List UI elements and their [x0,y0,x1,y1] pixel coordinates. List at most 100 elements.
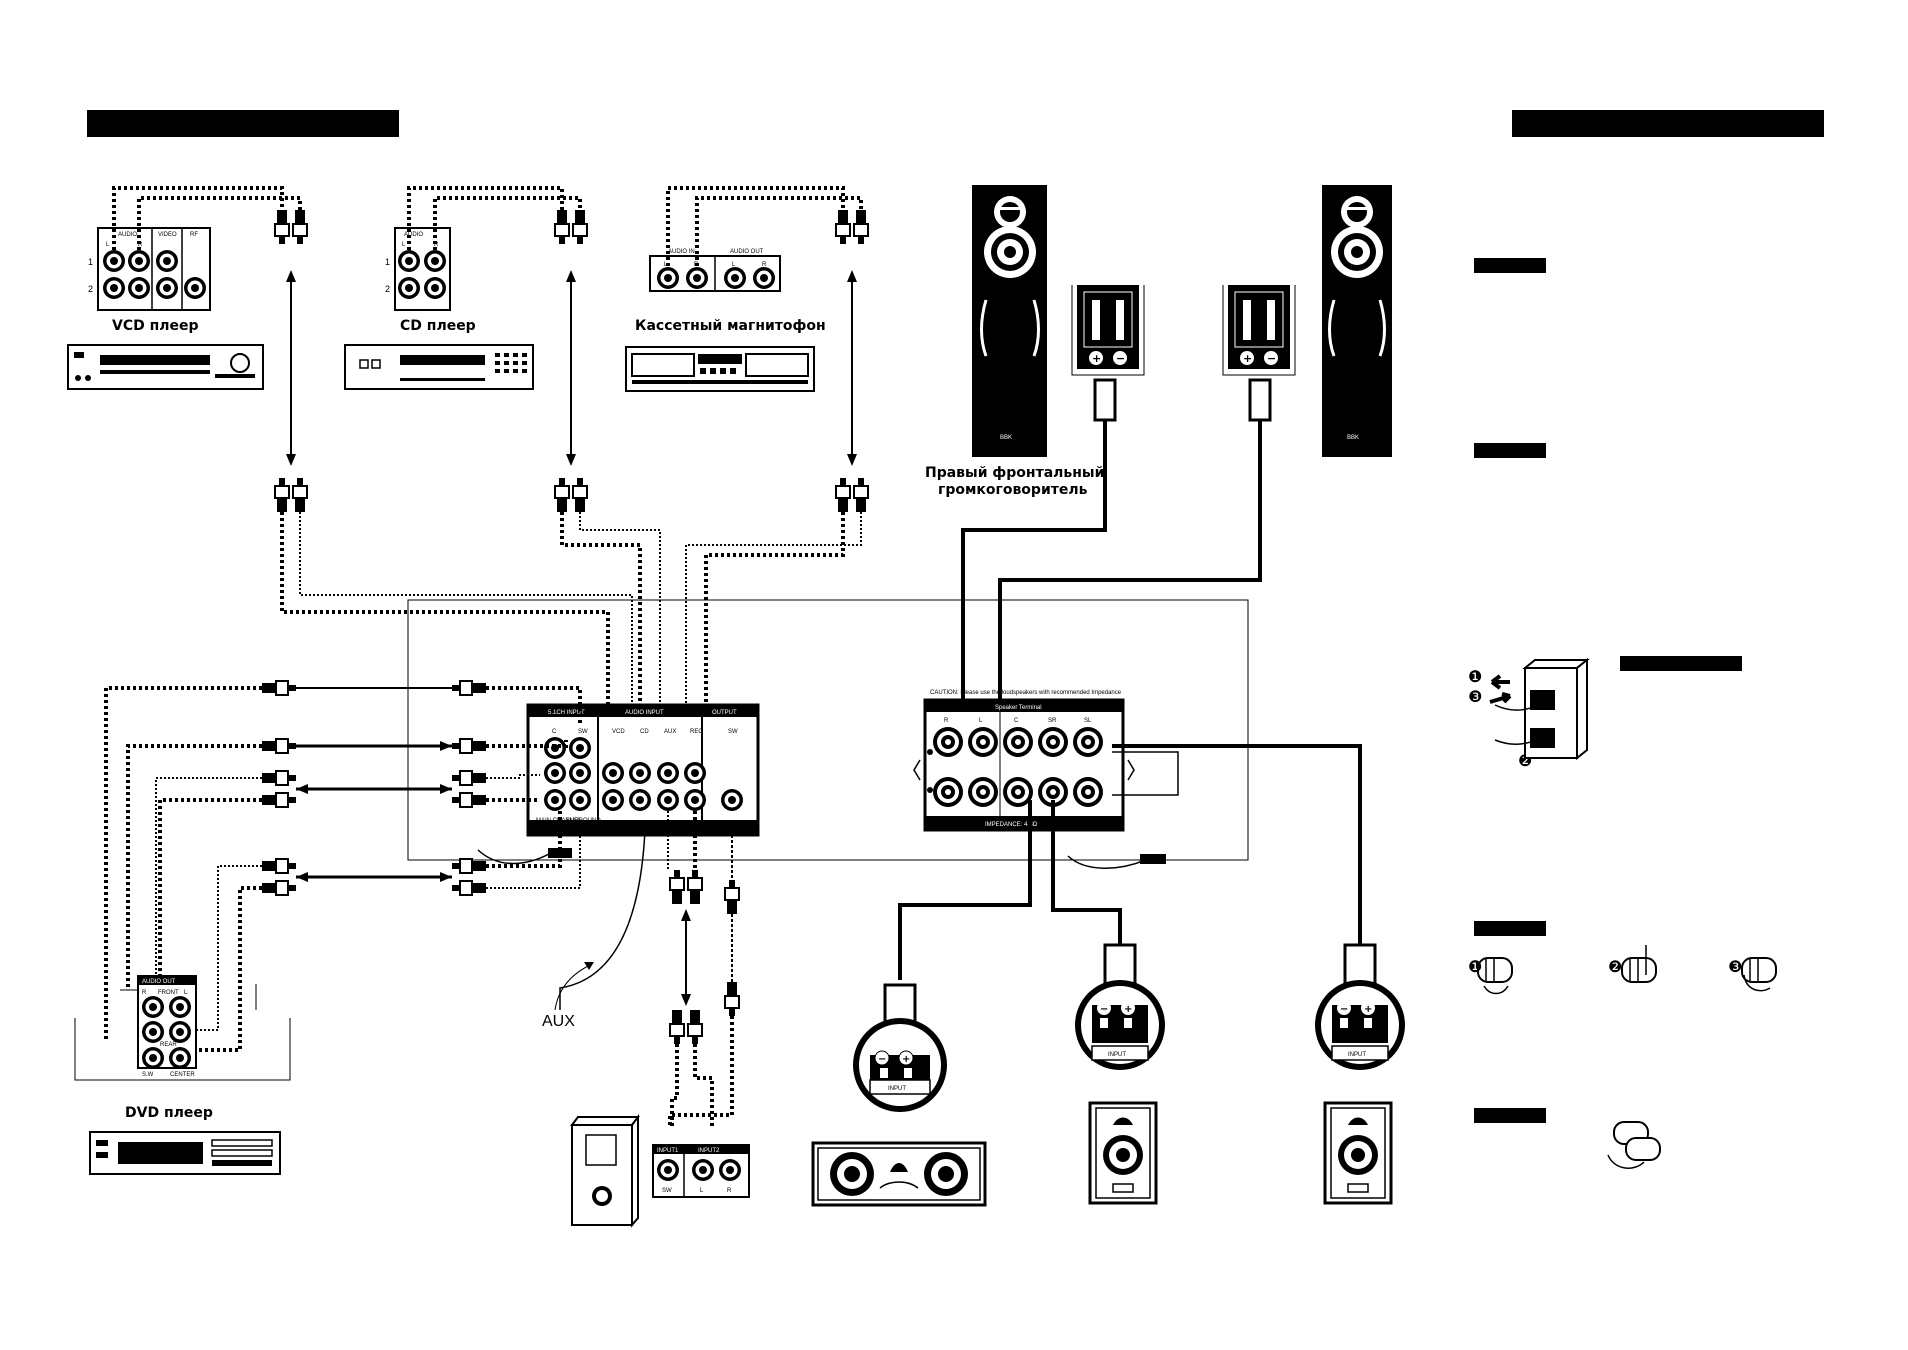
aux-label: AUX [542,1013,575,1030]
center-speaker-input: − + INPUT [853,983,947,1112]
front-speaker-right: BBK [972,185,1047,457]
sub-input2-label: INPUT2 [698,1148,720,1154]
sub-sw-label: SW [662,1188,672,1194]
front-speaker-left: BBK [1322,185,1392,457]
amp-out-sw-label: SW [728,729,738,735]
surround-right-speaker [1088,1101,1158,1205]
source-cables [112,186,869,266]
vcd-l-label: L [106,242,110,248]
amp-surround-label: SURROUND [566,818,601,824]
cd-audio-label: AUDIO [404,232,423,238]
dvd-audio-out-label: AUDIO OUT [142,979,176,985]
vcd-row2-label: 2 [88,284,93,294]
amp-cd-label: CD [640,729,649,735]
speaker-impedance-label: IMPEDANCE: 4-8Ω [985,822,1038,828]
aux-pointer [554,964,591,1011]
speaker-terminal-panel: CAUTION: Please use the loudspeakers wit… [913,690,1135,832]
dvd-player-device [89,1131,281,1175]
cd-jack-1r [424,250,446,272]
cassette-out-l-label: L [732,262,736,268]
vcd-panel: AUDIO VIDEO RF L R 1 2 [88,227,211,311]
subwoofer-cables [667,811,740,1128]
sub-l-label: L [700,1188,704,1194]
sub-r-label: R [727,1188,732,1194]
cd-row2-label: 2 [385,284,390,294]
vcd-jack-2r [128,277,150,299]
vcd-r-label: R [138,242,143,248]
sl-plus: + [1364,1004,1372,1015]
section-tab-3 [1620,656,1742,671]
dvd-sw-label: S.W [142,1072,154,1078]
amp-c-label: C [552,729,557,735]
vcd-audio-label: AUDIO [118,232,137,238]
center-plus: + [902,1054,910,1065]
center-speaker [811,1141,987,1207]
section-tab-5 [1474,1108,1546,1123]
step-3-marker: ❸ [1468,687,1482,706]
cassette-out-r-label: R [762,262,767,268]
vcd-jack-1r [128,250,150,272]
amp-main-channel-label: MAIN CHANNEL [536,818,582,824]
vcd-video-label: VIDEO [158,232,177,238]
cd-l-label: L [402,242,406,248]
dvd-center-label: CENTER [170,1072,195,1078]
vcd-jack-video2 [156,277,178,299]
spk-label-l: L [979,718,983,724]
vcd-jack-2l [103,277,125,299]
center-minus: − [878,1054,886,1065]
cd-panel: AUDIO L R 1 2 [385,227,451,311]
sub-input1-label: INPUT1 [657,1148,679,1154]
sl-minus: − [1340,1004,1348,1015]
amp-sw-label: SW [578,729,588,735]
cable-curl-right [1067,855,1151,869]
cassette-label: Кассетный магнитофон [635,318,826,334]
front-left-minus: − [1267,352,1276,365]
amp-rec-label: REC [690,729,703,735]
cable-curl-left [477,849,557,865]
cassette-panel: AUDIO IN AUDIO OUT L R L R [649,249,781,292]
cd-player-device [344,344,534,390]
dvd-l-label: L [184,990,188,996]
front-left-plus: + [1243,352,1252,365]
front-speaker-wires [961,378,1272,735]
vcd-player-label: VCD плеер [112,318,199,334]
cd-jack-2r [424,277,446,299]
cassette-jack-in-r [686,267,708,289]
cd-jack-1l [398,250,420,272]
surround-left-speaker [1323,1101,1393,1205]
vcd-row1-label: 1 [88,257,93,267]
amp-output-label: OUTPUT [712,710,737,716]
aux-wire [559,829,646,1010]
bp-step-1-marker: ❶ [1468,957,1482,976]
amp-aux-label: AUX [664,729,676,735]
sl-input-label: INPUT [1348,1052,1366,1058]
amp-input-panel: 5.1CH INPUT AUDIO INPUT OUTPUT C SW VCD … [526,703,760,837]
spk-label-sl: SL [1084,718,1092,724]
front-left-terminal: + − [1222,285,1296,376]
surround-wires [898,744,1362,980]
cassette-jack-out-r [753,267,775,289]
vcd-jack-video1 [156,250,178,272]
cassette-jack-out-l [724,267,746,289]
dvd-r-label: R [142,990,147,996]
vcd-jack-1l [103,250,125,272]
cassette-device [625,346,815,392]
section-tab-4 [1474,921,1546,936]
dvd-player-label: DVD плеер [125,1105,213,1121]
dvd-front-label: FRONT [158,990,179,996]
binding-post-step-4 [1607,1121,1661,1169]
binding-post-step-1 [1477,957,1513,995]
spk-label-c: C [1014,718,1019,724]
bp-step-2-marker: ❷ [1608,957,1622,976]
subwoofer-panel: INPUT1 INPUT2 SW L R [652,1144,750,1198]
binding-post-step-3 [1741,957,1777,992]
cd-r-label: R [434,242,439,248]
cd-jack-2l [398,277,420,299]
spk-label-r: R [944,718,949,724]
sr-plus: + [1124,1004,1132,1015]
section-tab-2 [1474,443,1546,458]
header-bar-right [1512,110,1824,137]
front-right-speaker-label-line2: громкоговоритель [938,482,1088,498]
front-left-brand: BBK [1347,435,1359,441]
surround-right-speaker-input: − + INPUT [1075,943,1165,1070]
